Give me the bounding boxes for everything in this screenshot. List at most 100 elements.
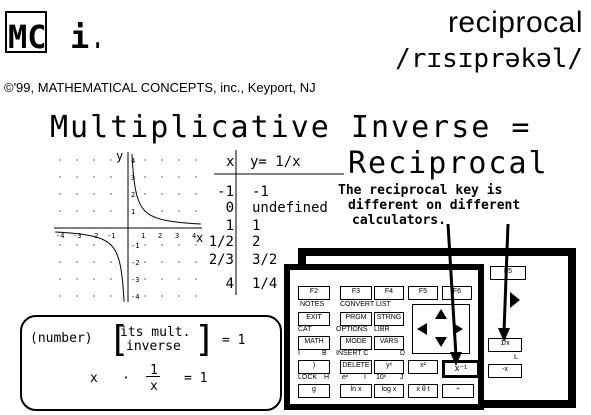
col-y-header: y= 1/x [250, 154, 301, 170]
svg-text:i.: i. [70, 18, 99, 56]
grid-dot [76, 261, 78, 263]
formula-x: x [90, 371, 98, 386]
strng-key[interactable]: STRNG [374, 312, 404, 326]
ln-key[interactable]: ln x [340, 384, 372, 398]
table-cell-x: 0 [225, 200, 234, 216]
grid-dot [93, 261, 95, 263]
grid-dot [178, 193, 180, 195]
grid-dot [59, 278, 61, 280]
math-key[interactable]: MATH [298, 336, 330, 350]
y-tick-label: 1 [131, 208, 135, 216]
grid-dot [178, 244, 180, 246]
grid-dot [59, 261, 61, 263]
key-secondary-label: LOCK [298, 374, 318, 381]
table-cell-y: undefined [252, 200, 328, 216]
grid-dot [110, 278, 112, 280]
down-arrow-icon[interactable] [435, 337, 447, 347]
f6-key[interactable]: F6 [442, 286, 472, 300]
grid-dot [161, 244, 163, 246]
grid-dot [76, 210, 78, 212]
f3-key[interactable]: F3 [340, 286, 372, 300]
vars-key[interactable]: VARS [374, 336, 404, 350]
key-secondary-label: OPTIONS [336, 326, 368, 333]
f4-key[interactable]: F4 [374, 286, 404, 300]
formula-number: (number) [30, 331, 93, 346]
key-secondary-label: D [400, 350, 406, 357]
copyright-notice: ©'99, MATHEMATICAL CONCEPTS, inc., Keypo… [4, 80, 316, 95]
pronunciation: /rɪsɪprəkəl/ [395, 44, 583, 74]
grid-dot [161, 159, 163, 161]
grid-dot [93, 244, 95, 246]
grid-dot [195, 193, 197, 195]
grid-dot [161, 295, 163, 297]
grid-dot [144, 295, 146, 297]
curve-negative-branch [55, 231, 125, 302]
x-tick-label: -4 [56, 232, 64, 240]
grid-dot [59, 295, 61, 297]
up-arrow-icon[interactable] [435, 309, 447, 319]
grid-dot [76, 278, 78, 280]
grid-dot [93, 210, 95, 212]
divide-key[interactable]: ÷ [442, 384, 474, 398]
left-arrow-icon[interactable] [417, 323, 427, 335]
grid-dot [59, 193, 61, 195]
x-theta-t-key[interactable]: x θ t [408, 384, 438, 398]
f5-key[interactable]: F5 [408, 286, 438, 300]
log-key[interactable]: log x [374, 384, 404, 398]
back-negate-key[interactable]: -x [488, 364, 522, 378]
grid-dot [110, 193, 112, 195]
key-secondary-label: CONVERT [340, 301, 375, 308]
x-axis-label: x [196, 231, 203, 245]
power-key[interactable]: yˣ [374, 360, 404, 374]
grid-dot [76, 295, 78, 297]
key-secondary-label: LIST [376, 301, 391, 308]
y-tick-label: -4 [131, 293, 139, 301]
square-key[interactable]: x² [408, 360, 438, 374]
grid-dot [93, 159, 95, 161]
grid-dot [195, 261, 197, 263]
table-cell-y: -1 [252, 184, 269, 200]
key-secondary-label: 10ˣ [376, 374, 387, 381]
grid-dot [59, 159, 61, 161]
g-key[interactable]: g [298, 384, 330, 398]
grid-dot [161, 210, 163, 212]
right-arrow-icon[interactable] [453, 323, 463, 335]
grid-dot [195, 210, 197, 212]
table-cell-x: 1/2 [208, 234, 234, 250]
grid-dot [144, 159, 146, 161]
table-cell-x: -1 [217, 184, 234, 200]
exit-key[interactable]: EXIT [298, 312, 330, 326]
y-tick-label: 3 [131, 174, 135, 182]
grid-dot [59, 210, 61, 212]
table-cell-y: 3/2 [252, 252, 278, 268]
table-cell-y: 1 [252, 218, 261, 234]
delete-key[interactable]: DELETE [340, 360, 372, 374]
svg-text:MC: MC [8, 18, 47, 56]
table-cell-y: 2 [252, 234, 261, 250]
formula-inverse-2: inverse [126, 339, 181, 354]
close-paren-key[interactable]: ) [298, 360, 330, 374]
y-axis-label: y [116, 149, 123, 163]
grid-dot [144, 278, 146, 280]
f2-key[interactable]: F2 [298, 286, 330, 300]
key-secondary-label: INSERT C [336, 350, 369, 357]
formula-dot: · [122, 371, 130, 386]
y-tick-label: 4 [131, 157, 135, 165]
grid-dot [144, 244, 146, 246]
back-f5-key[interactable]: F5 [490, 266, 526, 280]
mode-key[interactable]: MODE [340, 336, 372, 350]
key-secondary-label: H [324, 374, 330, 381]
table-cell-x: 2/3 [208, 252, 234, 268]
reciprocal-key[interactable]: x⁻¹ [442, 360, 480, 378]
prgm-key[interactable]: PRGM [340, 312, 372, 326]
x-tick-label: -2 [90, 232, 98, 240]
grid-dot [178, 278, 180, 280]
grid-dot [93, 278, 95, 280]
arrow-pad[interactable] [412, 304, 470, 354]
grid-dot [59, 176, 61, 178]
x-tick-label: 4 [192, 232, 196, 240]
